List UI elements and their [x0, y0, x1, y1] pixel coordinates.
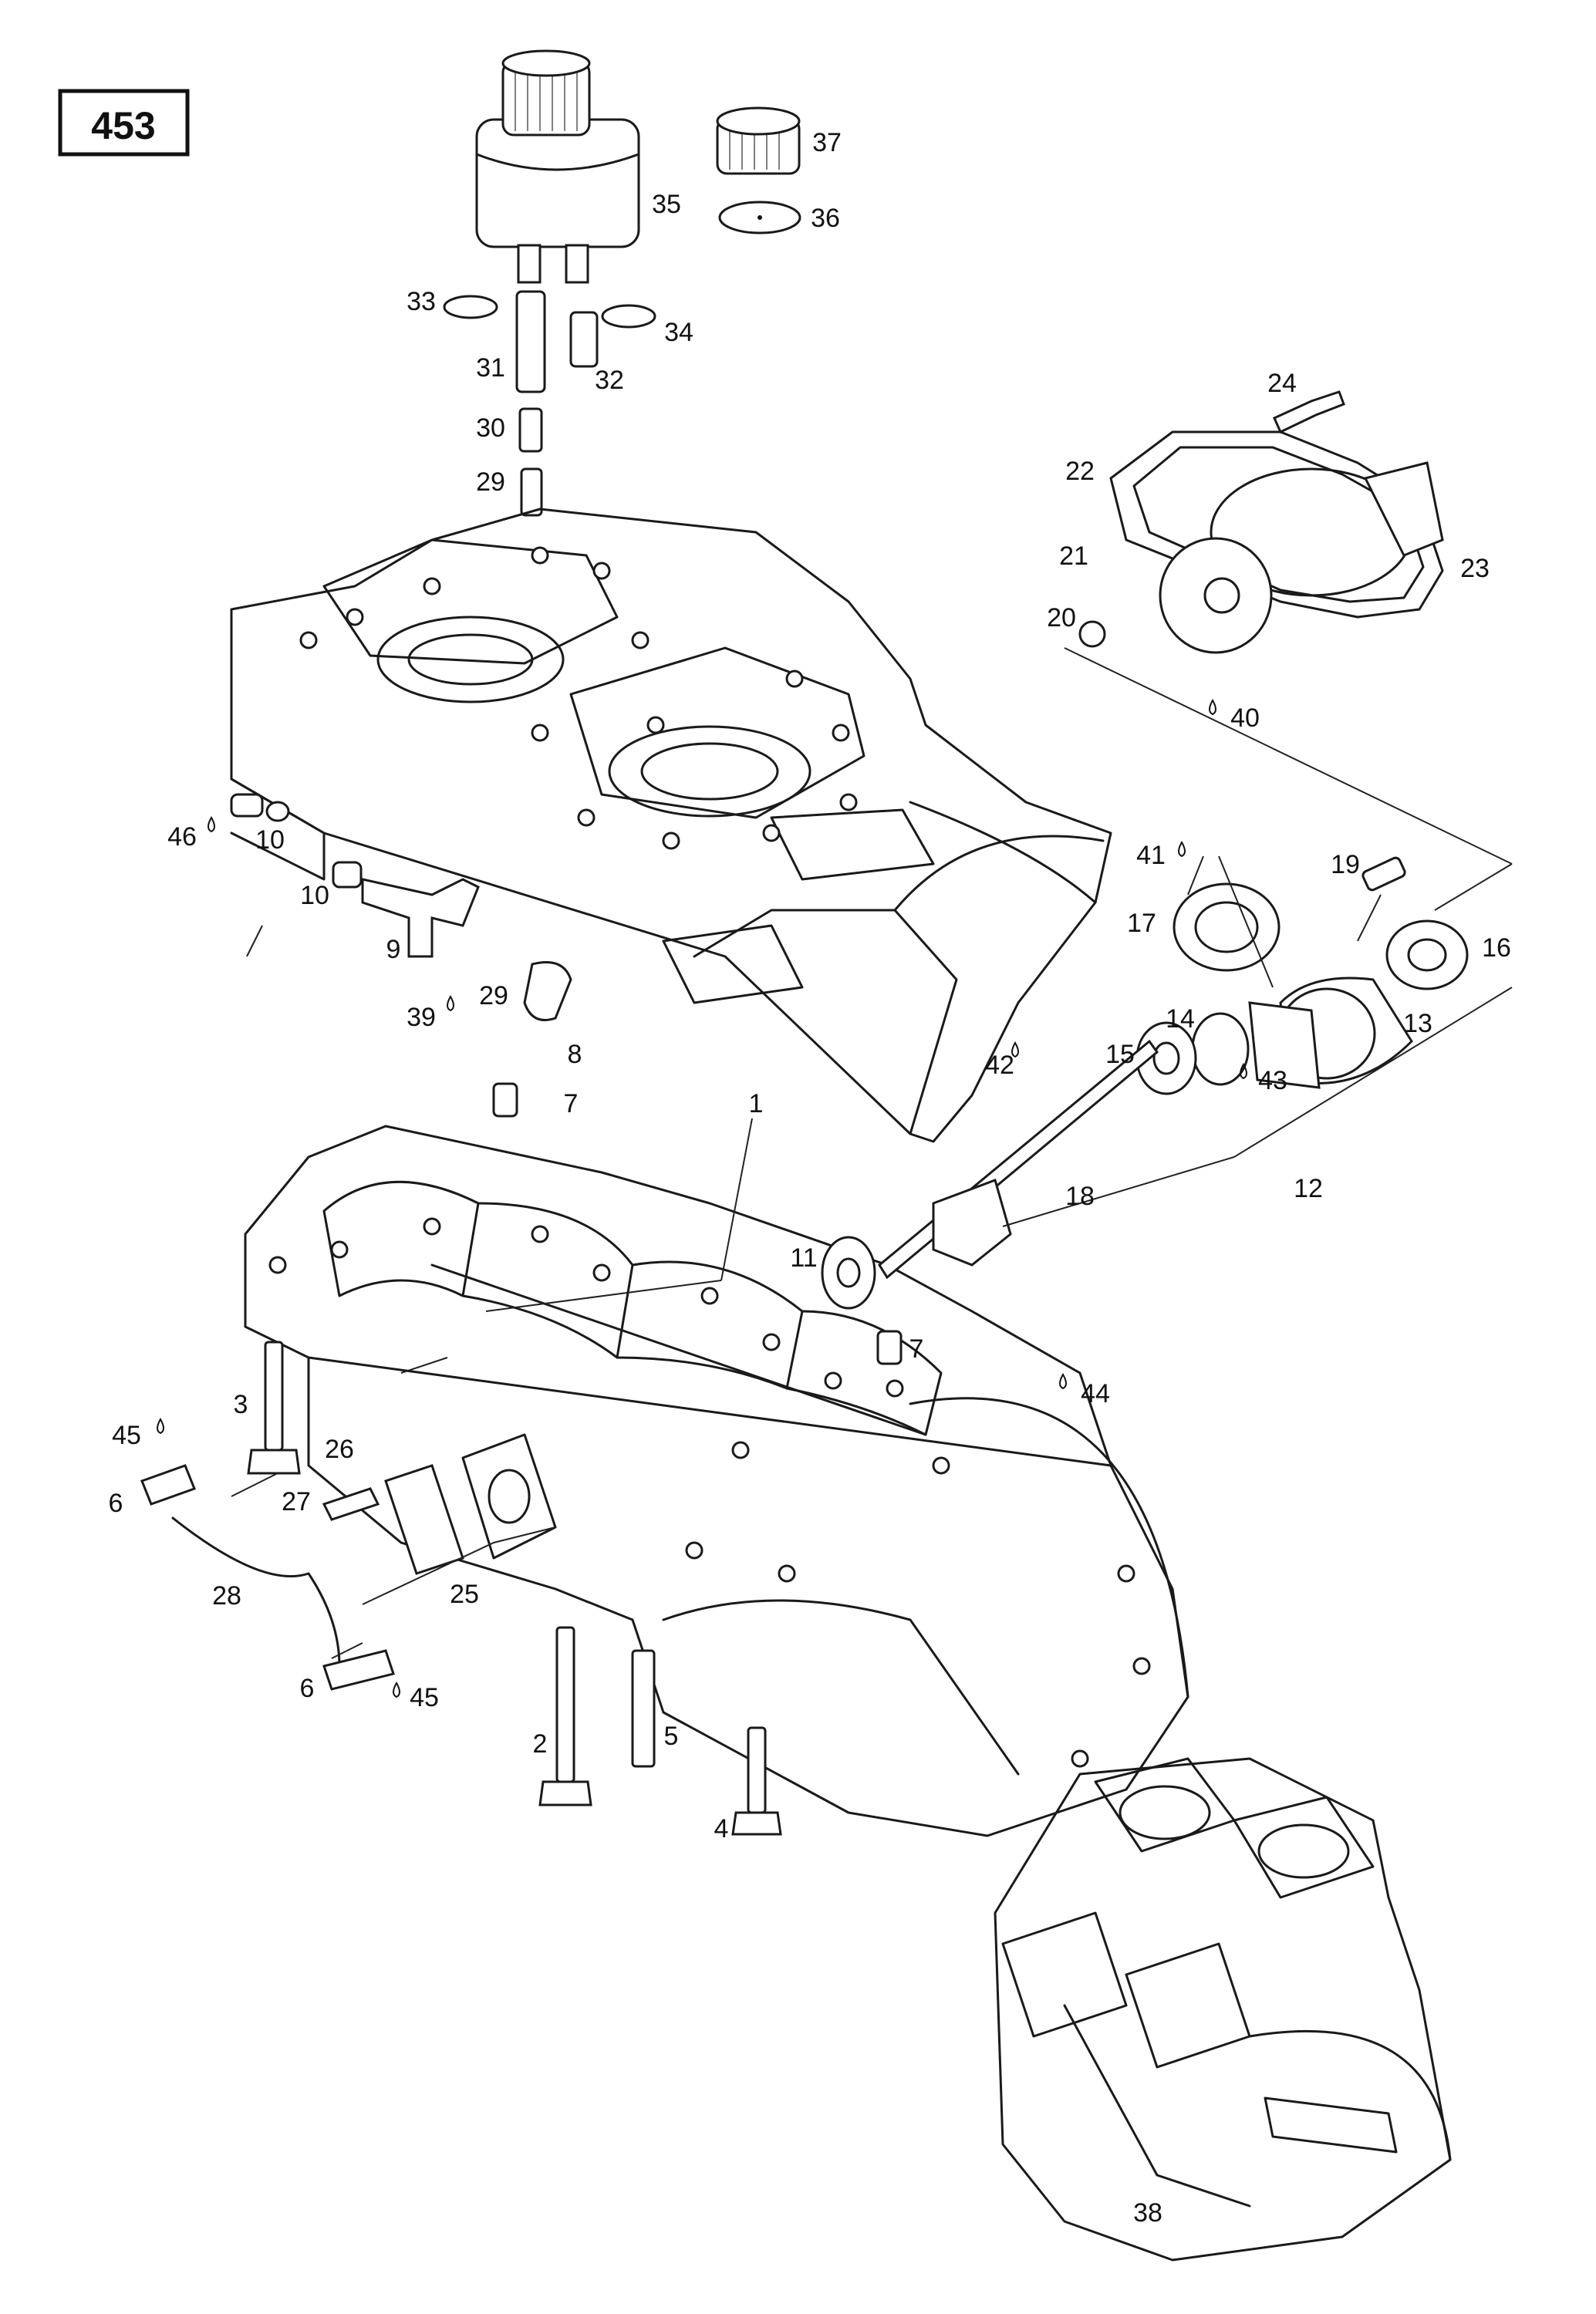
callout-labels: 1 2 3 4 5 6 6 7 7 8 9 10 10 11 12 13 14 … — [109, 128, 1511, 2228]
callout-38: 38 — [1133, 2198, 1162, 2228]
callout-4: 4 — [714, 1814, 729, 1843]
callout-6a: 6 — [109, 1489, 123, 1518]
callout-16: 16 — [1482, 933, 1511, 963]
callout-46: 46 — [167, 822, 197, 852]
callout-40: 40 — [1230, 703, 1260, 733]
callout-6b: 6 — [300, 1674, 315, 1703]
leader-lines — [231, 647, 1513, 1659]
page-number: 453 — [91, 104, 155, 147]
callout-21: 21 — [1059, 541, 1088, 571]
callout-10b: 10 — [300, 881, 329, 910]
callout-1: 1 — [749, 1089, 764, 1118]
upper-crankcase — [230, 508, 1112, 1143]
callout-19: 19 — [1331, 850, 1360, 879]
callout-14: 14 — [1166, 1004, 1195, 1034]
callout-45b: 45 — [410, 1683, 439, 1712]
oil-line — [140, 1464, 395, 1691]
callout-9: 9 — [386, 935, 401, 964]
callout-31: 31 — [476, 353, 505, 383]
callout-8: 8 — [568, 1040, 582, 1069]
callout-25: 25 — [450, 1580, 479, 1609]
callout-34: 34 — [664, 318, 693, 347]
callout-11: 11 — [790, 1243, 817, 1273]
callout-35: 35 — [652, 190, 681, 219]
callout-15: 15 — [1105, 1040, 1135, 1069]
assembled-engine-reference — [994, 1757, 1452, 2262]
callout-26: 26 — [325, 1435, 354, 1464]
callout-7a: 7 — [564, 1089, 579, 1118]
water-pump-cover — [1078, 390, 1444, 654]
callout-18: 18 — [1065, 1182, 1095, 1211]
lower-crankcase — [244, 1125, 1189, 1837]
callout-43: 43 — [1258, 1066, 1287, 1095]
callout-33: 33 — [407, 287, 436, 316]
callout-36: 36 — [811, 204, 840, 233]
callout-29b: 29 — [479, 981, 508, 1010]
cap-seal — [718, 201, 801, 234]
callout-42: 42 — [985, 1051, 1014, 1080]
callout-5: 5 — [664, 1722, 679, 1751]
pump-shaft-parts — [821, 856, 1469, 1310]
callout-22: 22 — [1065, 457, 1095, 486]
callout-29a: 29 — [476, 467, 505, 497]
reservoir-cap — [716, 106, 801, 175]
crankcase-bolts — [247, 1341, 782, 1836]
callout-7b: 7 — [909, 1334, 924, 1364]
hose-assembly — [443, 290, 656, 517]
callout-39: 39 — [407, 1003, 436, 1032]
callout-2: 2 — [533, 1729, 548, 1759]
callout-37: 37 — [812, 128, 842, 157]
callout-12: 12 — [1294, 1174, 1323, 1203]
callout-3: 3 — [234, 1390, 248, 1419]
page-number-box: 453 — [58, 89, 190, 157]
callout-10a: 10 — [255, 825, 285, 855]
callout-17: 17 — [1127, 909, 1156, 938]
callout-32: 32 — [595, 366, 624, 395]
fittings-left — [230, 793, 572, 1021]
callout-28: 28 — [212, 1581, 241, 1611]
dowel-pins — [492, 1082, 903, 1365]
callout-30: 30 — [476, 413, 505, 443]
callout-23: 23 — [1460, 554, 1490, 583]
callout-41: 41 — [1136, 841, 1166, 870]
oil-drop-icons — [157, 698, 1247, 1698]
callout-20: 20 — [1047, 603, 1076, 632]
callout-13: 13 — [1403, 1009, 1432, 1038]
callout-45a: 45 — [112, 1421, 141, 1450]
callout-24: 24 — [1267, 369, 1297, 398]
callout-44: 44 — [1081, 1379, 1110, 1408]
reservoir-tank — [475, 49, 640, 284]
callout-27: 27 — [282, 1487, 311, 1516]
